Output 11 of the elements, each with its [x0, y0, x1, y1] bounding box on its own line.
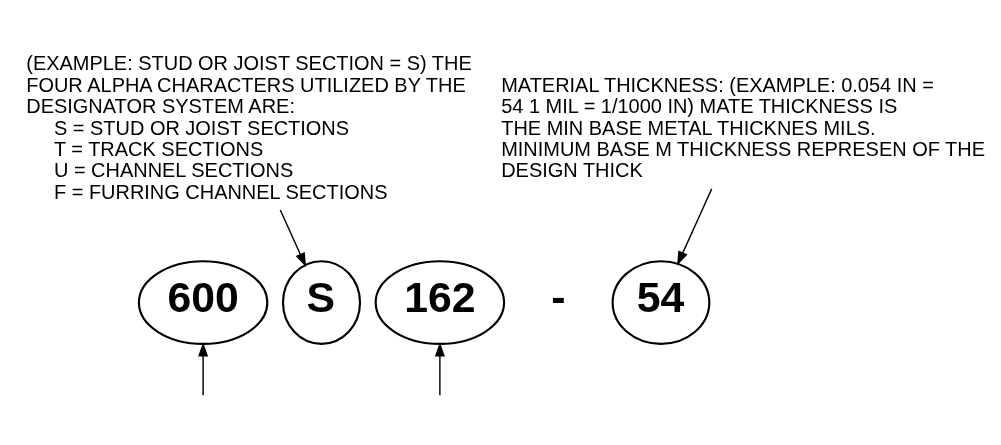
node-ellipse: 162: [374, 260, 506, 345]
node-ellipse: 54: [611, 260, 711, 345]
label: -: [551, 272, 566, 321]
node-circle: S: [281, 260, 362, 345]
arrow: [279, 209, 307, 268]
node-text: MATERIAL THICKNESS: (EXAMPLE: 0.054 IN = 54 1 MIL = 1/1000 IN) MATE THICKNESS IS THE MIN BASE METAL THICKNES MILS. MINIMUM BASE M THICKNESS REPRESEN OF THE DESIGN THICK: [501, 73, 985, 182]
node-ellipse: 600: [137, 260, 269, 345]
arrow: [198, 342, 209, 396]
arrow: [434, 342, 445, 396]
arrow: [677, 188, 713, 266]
node-text: (EXAMPLE: STUD OR JOIST SECTION = S) THE FOUR ALPHA CHARACTERS UTILIZED BY THE DESIGNATOR SYSTEM ARE: S = STUD OR JOIST SECTIONS T = TRACK SECTIONS U = CHANNEL SECTIONS F = FURRING CHANNEL SECTIONS: [26, 52, 472, 203]
